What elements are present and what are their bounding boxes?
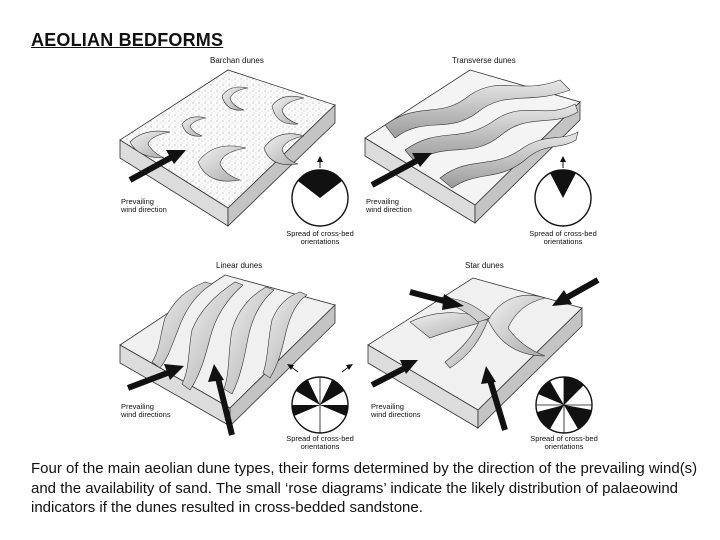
transverse-wind-label-2: wind direction (365, 205, 412, 214)
transverse-rose-label-1: Spread of cross-bed (529, 229, 597, 238)
linear-ridge (262, 291, 308, 379)
wind-arrow-head (208, 364, 224, 382)
barchan-panel: Barchan dunes Prevailing wind direction … (119, 56, 354, 246)
wind-arrow-head (166, 150, 186, 164)
linear-rose-label-2: orientations (301, 442, 340, 451)
rose-sector (320, 405, 349, 416)
transverse-ridge (384, 79, 571, 139)
star-rose-label-2: orientations (545, 442, 584, 451)
linear-panel: Linear dunes Prevailing wind directions … (119, 261, 354, 451)
star-arm (444, 319, 489, 369)
wind-arrow (215, 377, 235, 436)
star-block-front (477, 307, 583, 429)
wind-arrow-head (164, 364, 184, 380)
wind-arrow (564, 277, 600, 301)
linear-wind-label-1: Prevailing (121, 402, 154, 411)
arrow-icon (287, 364, 294, 370)
wind-arrow (128, 154, 174, 183)
barchan-dune (197, 145, 247, 182)
rose-sector (298, 170, 342, 198)
wind-arrow (370, 365, 407, 388)
wind-arrow-head (481, 366, 496, 384)
transverse-panel: Transverse dunes Prevailing wind directi… (364, 56, 597, 246)
page-title: AEOLIAN BEDFORMS (31, 30, 224, 50)
wind-arrow (487, 379, 508, 431)
wind-arrow-head (552, 290, 572, 306)
barchan-dune (221, 86, 249, 111)
rose-sector (564, 405, 592, 429)
rose-sector (538, 381, 564, 405)
transverse-wind-label-1: Prevailing (366, 197, 399, 206)
arrow-icon (560, 156, 566, 162)
bedforms-figure: Barchan dunes Prevailing wind direction … (119, 56, 600, 451)
rose-sector (296, 380, 320, 405)
barchan-dune (263, 133, 305, 165)
wind-arrow (370, 157, 420, 188)
star-title: Star dunes (465, 261, 504, 270)
star-arm (487, 294, 547, 357)
figure-caption: Four of the main aeolian dune types, the… (31, 460, 698, 516)
barchan-dune (181, 116, 207, 137)
star-rose-label-1: Spread of cross-bed (530, 434, 598, 443)
rose-sector (537, 405, 564, 429)
barchan-title: Barchan dunes (210, 56, 264, 65)
linear-title: Linear dunes (216, 261, 262, 270)
linear-ridge (151, 281, 213, 369)
linear-ridge (223, 286, 275, 395)
barchan-dune (271, 95, 305, 125)
star-wind-label-2: wind directions (370, 410, 421, 419)
barchan-wind-label-2: wind direction (120, 205, 167, 214)
transverse-ridge (439, 131, 579, 189)
arrow-icon (346, 364, 353, 370)
barchan-rose-label-2: orientations (301, 237, 340, 246)
linear-ridge (181, 281, 244, 391)
barchan-rose-label-1: Spread of cross-bed (286, 229, 354, 238)
transverse-block-front (474, 101, 581, 224)
transverse-rose-label-2: orientations (544, 237, 583, 246)
linear-rose-label-1: Spread of cross-bed (286, 434, 354, 443)
linear-wind-label-2: wind directions (120, 410, 171, 419)
barchan-wind-label-1: Prevailing (121, 197, 154, 206)
rose-sector (320, 380, 344, 405)
transverse-ridge (404, 103, 579, 163)
wind-arrow-head (400, 360, 418, 374)
star-panel: Star dunes Prevailing wind directions Sp… (367, 261, 600, 451)
wind-arrow (126, 369, 172, 391)
wind-arrow-head (442, 294, 464, 310)
star-wind-label-1: Prevailing (371, 402, 404, 411)
rose-sector (564, 376, 584, 405)
wind-arrow (409, 289, 449, 305)
rose-sector (550, 169, 576, 198)
barchan-block-front (227, 104, 336, 227)
arrow-icon (317, 156, 323, 162)
wind-arrow-head (412, 153, 432, 167)
barchan-dune (129, 130, 171, 159)
rose-sector (291, 405, 320, 416)
transverse-title: Transverse dunes (452, 56, 516, 65)
